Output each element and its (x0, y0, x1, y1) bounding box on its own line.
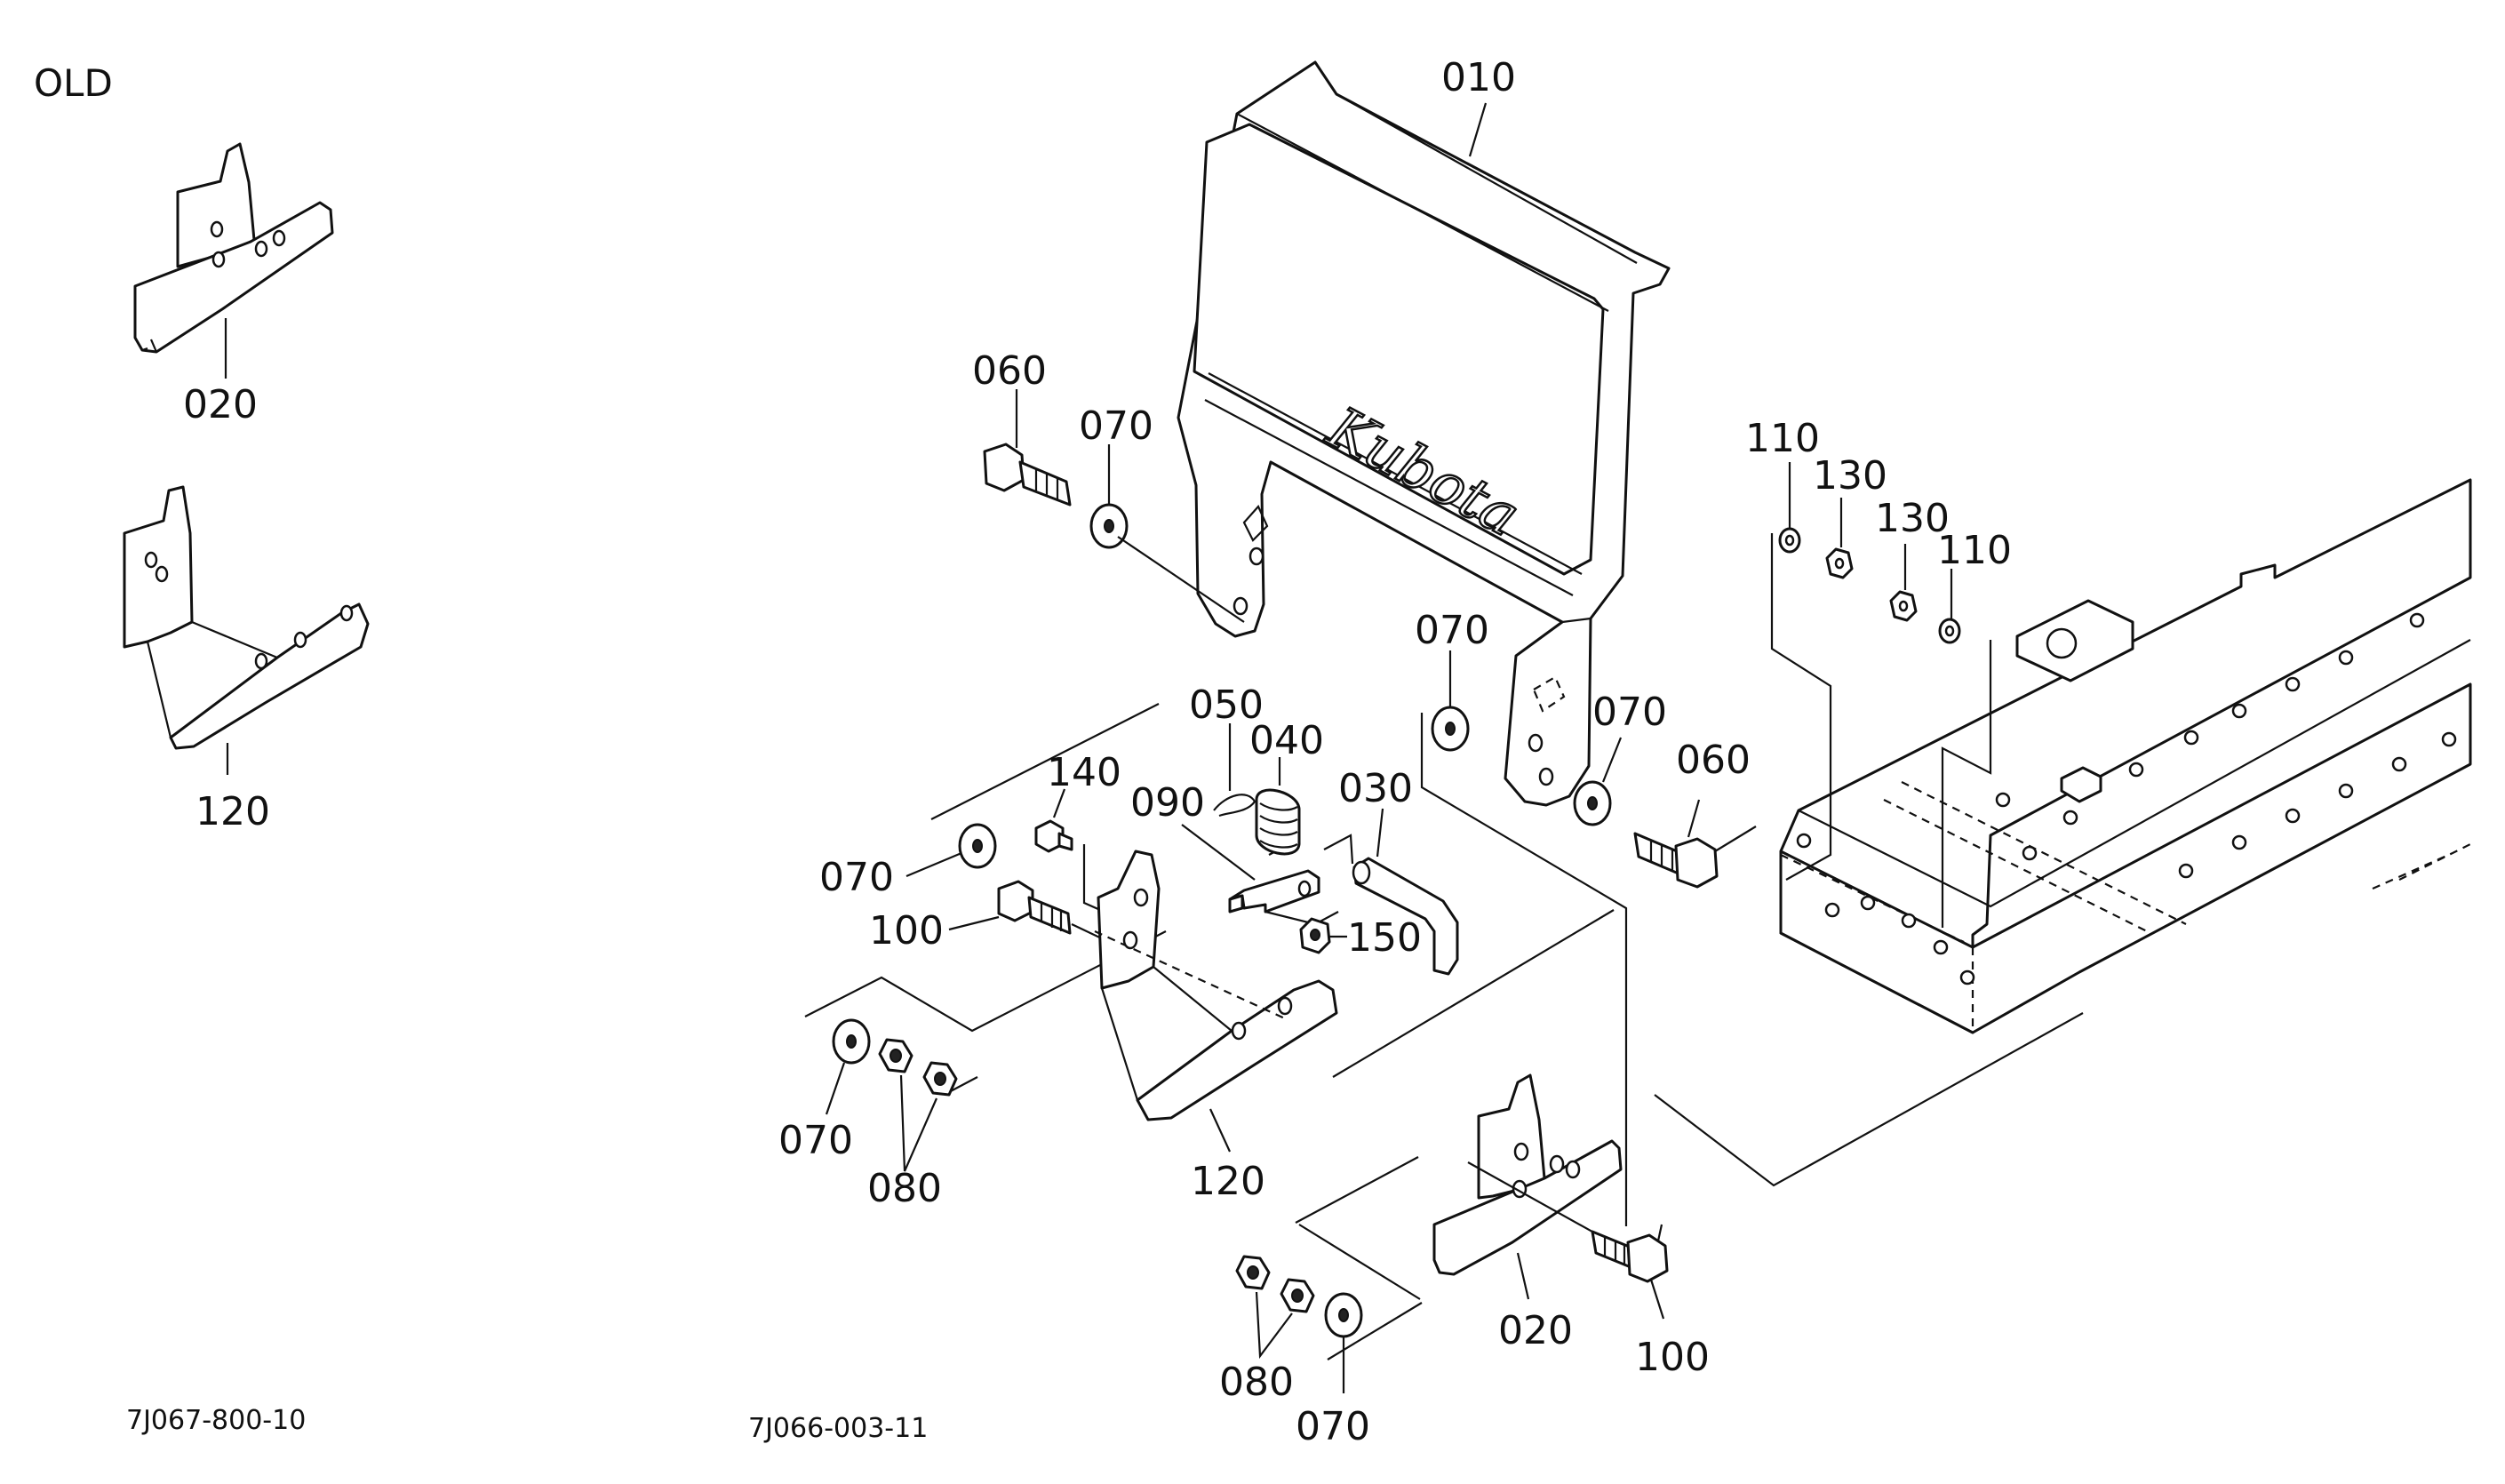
washer-070-right-inner (1420, 650, 1628, 1226)
pin-030 (1323, 808, 1459, 976)
bolt-060-upper (983, 389, 1072, 507)
bolt-060-right (1633, 799, 1757, 889)
callout-080-left: 080 (867, 1166, 942, 1211)
callout-070-lower-left: 070 (778, 1118, 853, 1163)
callout-130-left: 130 (1813, 453, 1887, 499)
bolt-100-left (948, 880, 1147, 961)
callout-090: 090 (1130, 780, 1205, 826)
callout-080-right: 080 (1219, 1360, 1294, 1405)
bracket-120-main (1094, 850, 1615, 1153)
callout-120-old: 120 (195, 789, 270, 834)
callout-070-upper: 070 (1079, 403, 1153, 449)
callout-110-left: 110 (1745, 416, 1820, 461)
callout-050: 050 (1189, 682, 1264, 728)
bolt-140 (1034, 788, 1073, 853)
callout-070-right-inner: 070 (1415, 608, 1489, 653)
callout-030: 030 (1338, 766, 1413, 811)
callout-130-right: 130 (1875, 496, 1950, 541)
main-diagram-code: 7J066-003-11 (748, 1413, 928, 1444)
callout-010: 010 (1441, 55, 1516, 100)
callout-100-left: 100 (869, 908, 944, 953)
chassis-frame (1779, 478, 2472, 1034)
clip-050 (1213, 723, 1256, 818)
bracket-090 (1181, 824, 1339, 926)
washer-070-bottom (1324, 1292, 1363, 1393)
nuts-080-left (878, 1038, 958, 1172)
old-header: OLD (34, 61, 113, 105)
callout-120-main: 120 (1191, 1159, 1265, 1204)
callout-020-main: 020 (1498, 1308, 1573, 1353)
spring-040 (1255, 757, 1301, 856)
bolt-100-right (1591, 1230, 1669, 1320)
callout-020-old: 020 (183, 382, 258, 427)
front-guard-010: Kubota (1177, 60, 1671, 807)
callout-070-right-outer: 070 (1592, 690, 1667, 735)
nut-130-left (1825, 498, 1854, 579)
old-bracket-120 (123, 485, 370, 775)
nut-150 (1299, 917, 1347, 954)
callout-040: 040 (1249, 718, 1324, 763)
callout-140: 140 (1047, 750, 1121, 795)
spring-washer-110-left (1778, 462, 1801, 554)
callout-060-upper: 060 (972, 348, 1047, 394)
callout-070-left: 070 (819, 855, 894, 900)
callout-060-right: 060 (1676, 738, 1751, 783)
spring-washer-110-right (1938, 569, 1961, 644)
callout-110-right: 110 (1937, 528, 2012, 573)
callout-100-right: 100 (1635, 1335, 1710, 1380)
bracket-020-main (1432, 1012, 2084, 1300)
nut-130-right (1889, 544, 1918, 622)
old-diagram-code: 7J067-800-10 (126, 1405, 306, 1436)
nuts-080-right (1235, 1156, 1423, 1360)
old-bracket-020 (133, 142, 334, 379)
callout-070-bottom: 070 (1296, 1404, 1370, 1449)
washer-070-right-outer (1573, 737, 1623, 826)
callout-150: 150 (1347, 915, 1422, 961)
washer-070-upper (1089, 444, 1245, 623)
frame-alignment-lines (1770, 533, 1992, 928)
